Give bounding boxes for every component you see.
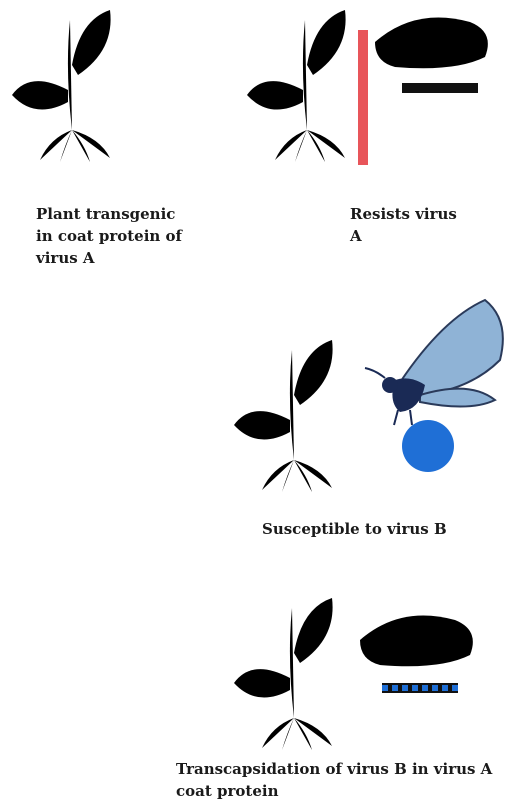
aphid-insect-icon [360,610,495,680]
virus-a-coat-bar [402,83,478,93]
plant-icon [234,598,333,750]
plant-icon [247,10,346,162]
plant-transgenic-label: Plant transgenic in coat protein of viru… [36,203,236,269]
susceptible-label: Susceptible to virus B [262,518,512,540]
plant-icon [234,340,333,492]
transcapsidated-coat-bar [382,683,458,693]
whitefly-moth-icon [365,300,503,425]
resistance-barrier-icon [358,30,368,165]
resists-virus-label: Resists virus A [350,203,510,247]
virus-b-particle [402,420,454,472]
transcapsidation-label: Transcapsidation of virus B in virus A c… [176,758,526,802]
aphid-insect-icon [375,12,510,82]
plant-icon [12,10,111,162]
